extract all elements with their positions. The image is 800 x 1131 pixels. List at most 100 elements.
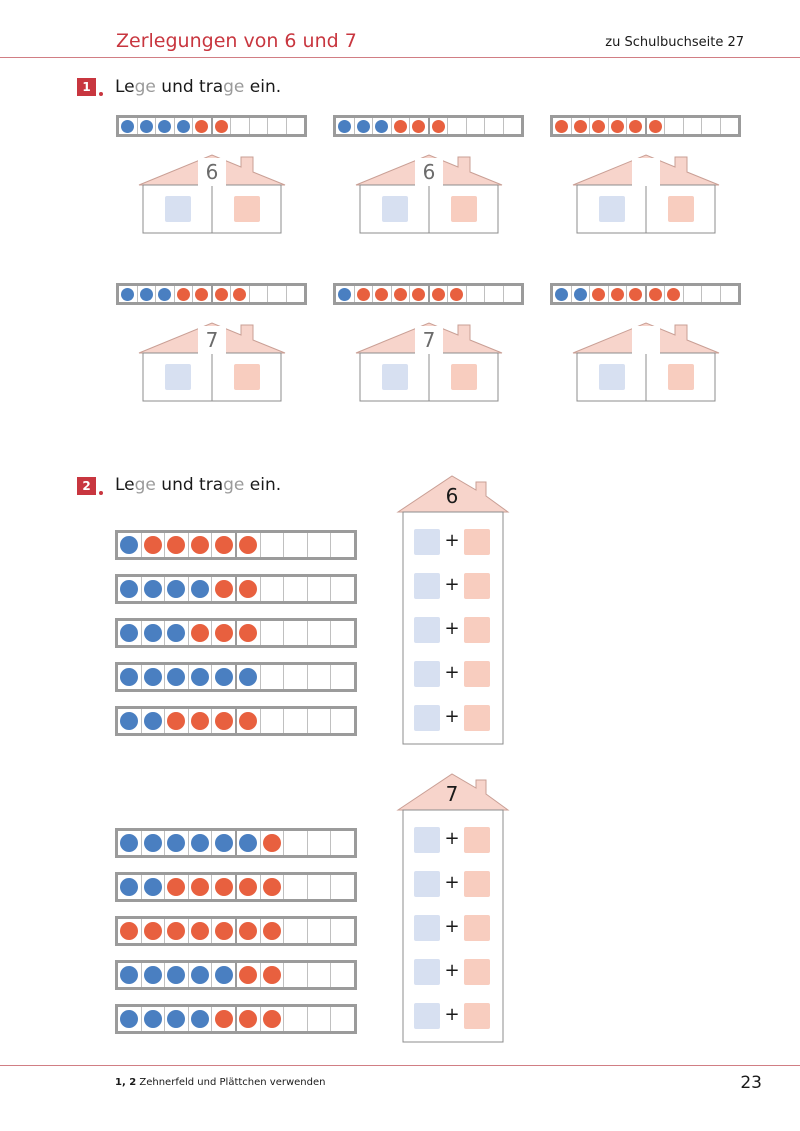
red-counter-dot: [214, 712, 233, 730]
answer-box-red[interactable]: [464, 661, 490, 687]
answer-box-red[interactable]: [464, 959, 490, 985]
ten-frame-cell: [142, 1007, 166, 1031]
blue-counter-dot: [573, 287, 587, 301]
answer-box-red[interactable]: [464, 529, 490, 555]
ten-frame-cell: [118, 709, 142, 733]
blue-counter-dot: [120, 624, 139, 642]
footer-caption: 1, 2 Zehnerfeld und Plättchen verwenden: [115, 1077, 325, 1088]
red-counter-dot: [214, 922, 233, 940]
number-house: 6: [354, 153, 504, 235]
ten-frame-cell: [373, 118, 392, 134]
ten-frame-cell: [485, 286, 504, 302]
blue-counter-dot: [121, 119, 135, 133]
ten-frame-cell: [284, 709, 308, 733]
answer-box-red[interactable]: [668, 196, 694, 222]
answer-box-blue[interactable]: [382, 364, 408, 390]
ten-frame-cell: [684, 286, 702, 302]
red-counter-dot: [573, 119, 587, 133]
ten-frame-cell: [410, 118, 430, 134]
ten-frame: [115, 706, 357, 736]
red-counter-dot: [214, 624, 233, 642]
blue-counter-dot: [143, 834, 162, 852]
ten-frame-cell: [189, 1007, 213, 1031]
answer-box-red[interactable]: [234, 196, 260, 222]
answer-box-red[interactable]: [451, 364, 477, 390]
ten-frame-cell: [572, 286, 590, 302]
answer-box-blue[interactable]: [414, 573, 440, 599]
answer-box-red[interactable]: [464, 573, 490, 599]
house-number: 7: [445, 782, 459, 806]
answer-box-blue[interactable]: [414, 661, 440, 687]
answer-box-red[interactable]: [464, 617, 490, 643]
instruction-part: ge: [223, 475, 245, 495]
plus-sign: +: [444, 960, 460, 981]
ten-frame: [115, 530, 357, 560]
ten-frame-cell: [336, 118, 355, 134]
ten-frame-cell: [572, 118, 590, 134]
instruction-part: und tra: [155, 475, 224, 495]
answer-box-blue[interactable]: [382, 196, 408, 222]
answer-box-red[interactable]: [451, 196, 477, 222]
red-counter-dot: [191, 712, 210, 730]
ten-frame-cell: [119, 118, 138, 134]
answer-box-blue[interactable]: [414, 1003, 440, 1029]
answer-box-blue[interactable]: [165, 196, 191, 222]
ten-frame-cell: [721, 286, 739, 302]
answer-box-red[interactable]: [464, 1003, 490, 1029]
ten-frame-cell: [142, 963, 166, 987]
answer-box-blue[interactable]: [414, 871, 440, 897]
blue-counter-dot: [191, 1010, 210, 1028]
ten-frame: [550, 115, 741, 137]
page-number: 23: [740, 1073, 762, 1093]
answer-box-blue[interactable]: [599, 364, 625, 390]
ten-frame-cell: [647, 118, 665, 134]
red-counter-dot: [167, 536, 186, 554]
ten-frame-cell: [331, 665, 354, 689]
red-counter-dot: [592, 119, 606, 133]
answer-box-red[interactable]: [464, 705, 490, 731]
ten-frame-cell: [142, 919, 166, 943]
answer-box-blue[interactable]: [414, 529, 440, 555]
ten-frame-cell: [448, 286, 467, 302]
ten-frame-cell: [430, 118, 448, 134]
instruction-part: ge: [134, 475, 156, 495]
red-counter-dot: [262, 878, 281, 896]
answer-box-blue[interactable]: [599, 196, 625, 222]
ten-frame-cell: [308, 577, 332, 601]
ten-frame-cell: [237, 621, 261, 645]
answer-box-blue[interactable]: [414, 915, 440, 941]
ten-frame-cell: [212, 577, 237, 601]
ten-frame-cell: [261, 831, 285, 855]
ten-frame-cell: [237, 919, 261, 943]
red-counter-dot: [214, 580, 233, 598]
task-2-number: 2: [77, 477, 96, 495]
answer-box-blue[interactable]: [414, 617, 440, 643]
ten-frame-cell: [142, 665, 166, 689]
answer-box-red[interactable]: [234, 364, 260, 390]
house-number-box: [632, 326, 660, 354]
ten-frame-cell: [212, 709, 237, 733]
house-roof: [396, 475, 510, 513]
answer-box-blue[interactable]: [414, 827, 440, 853]
answer-box-red[interactable]: [464, 871, 490, 897]
blue-counter-dot: [239, 668, 258, 686]
ten-frame-cell: [336, 286, 355, 302]
answer-box-red[interactable]: [668, 364, 694, 390]
answer-box-red[interactable]: [464, 915, 490, 941]
blue-counter-dot: [158, 287, 172, 301]
answer-box-blue[interactable]: [414, 705, 440, 731]
red-counter-dot: [167, 878, 186, 896]
ten-frame-cell: [237, 963, 261, 987]
answer-box-red[interactable]: [464, 827, 490, 853]
blue-counter-dot: [139, 287, 153, 301]
red-counter-dot: [191, 536, 210, 554]
red-counter-dot: [629, 119, 643, 133]
house-number: 6: [422, 160, 436, 184]
red-counter-dot: [191, 624, 210, 642]
ten-frame-cell: [142, 621, 166, 645]
answer-box-blue[interactable]: [165, 364, 191, 390]
answer-box-blue[interactable]: [414, 959, 440, 985]
ten-frame-cell: [702, 286, 721, 302]
blue-counter-dot: [214, 966, 233, 984]
blue-counter-dot: [167, 1010, 186, 1028]
